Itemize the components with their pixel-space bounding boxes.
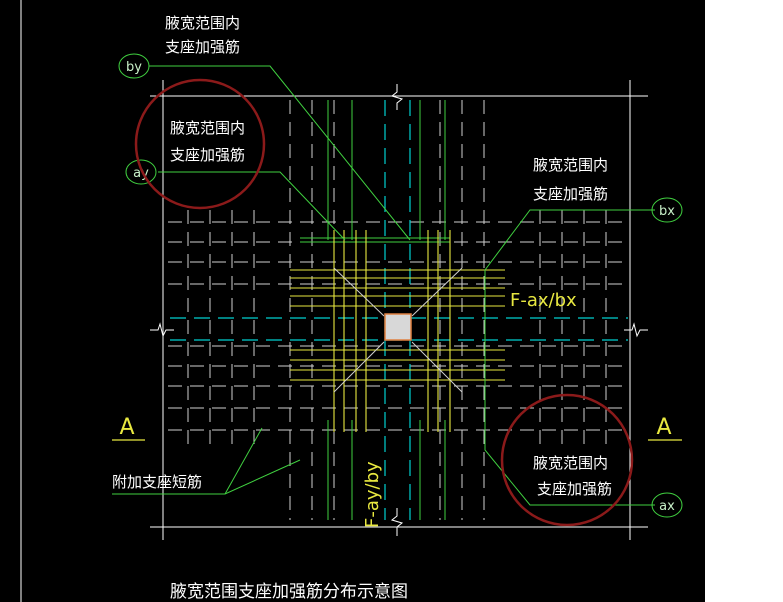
highlight-circle-right [500, 393, 634, 527]
section-mark-left-letter: A [119, 415, 134, 440]
haunch-reinforcement [290, 230, 505, 432]
tag-by: by [118, 53, 150, 79]
tag-ay: ay [125, 159, 157, 185]
axis-label-x: F-ax/bx [510, 290, 577, 311]
callout-circled-left-line2: 支座加强筋 [170, 146, 245, 164]
tag-ax: ax [651, 492, 683, 518]
tag-by-text: by [126, 60, 142, 75]
section-mark-right-letter: A [656, 415, 671, 440]
callout-circled-left-line1: 腋宽范围内 [170, 119, 245, 137]
leader-lines [112, 65, 655, 506]
tag-bx-circle [651, 197, 683, 223]
column [384, 313, 412, 341]
tag-bx-text: bx [659, 204, 675, 219]
slab-outline [150, 80, 648, 540]
diagram-caption: 腋宽范围支座加强筋分布示意图 [170, 582, 408, 602]
support-short-bars [300, 100, 450, 520]
axis-label-y: F-ay/by [362, 461, 383, 528]
section-mark-right: A [648, 415, 682, 441]
tag-ax-circle [651, 492, 683, 518]
callout-right-upper-line2: 支座加强筋 [533, 185, 608, 203]
haunch-diagonals [333, 267, 463, 393]
callout-top-left-line2: 支座加强筋 [165, 38, 240, 56]
callout-circled-right-line1: 腋宽范围内 [533, 454, 608, 472]
cad-viewport: by ay bx ax 腋宽范围内 支座加强筋 腋宽范围内 支座加强筋 腋宽 [0, 0, 705, 602]
callout-top-left-line1: 腋宽范围内 [165, 14, 240, 32]
section-mark-left: A [112, 415, 145, 441]
tag-ax-text: ax [659, 499, 675, 514]
tag-bx: bx [651, 197, 683, 223]
break-symbols [150, 84, 648, 536]
callout-extra-bar: 附加支座短筋 [112, 473, 202, 491]
tag-by-circle [118, 53, 150, 79]
reinforcement-diagram: by ay bx ax 腋宽范围内 支座加强筋 腋宽范围内 支座加强筋 腋宽 [20, 0, 683, 602]
slab-mesh-vertical [187, 100, 607, 520]
slab-mesh-horizontal [168, 221, 625, 431]
callout-right-upper-line1: 腋宽范围内 [533, 156, 608, 174]
callout-circled-right-line2: 支座加强筋 [537, 480, 612, 498]
tag-ay-circle [125, 159, 157, 185]
highlight-circle-left [134, 78, 266, 210]
